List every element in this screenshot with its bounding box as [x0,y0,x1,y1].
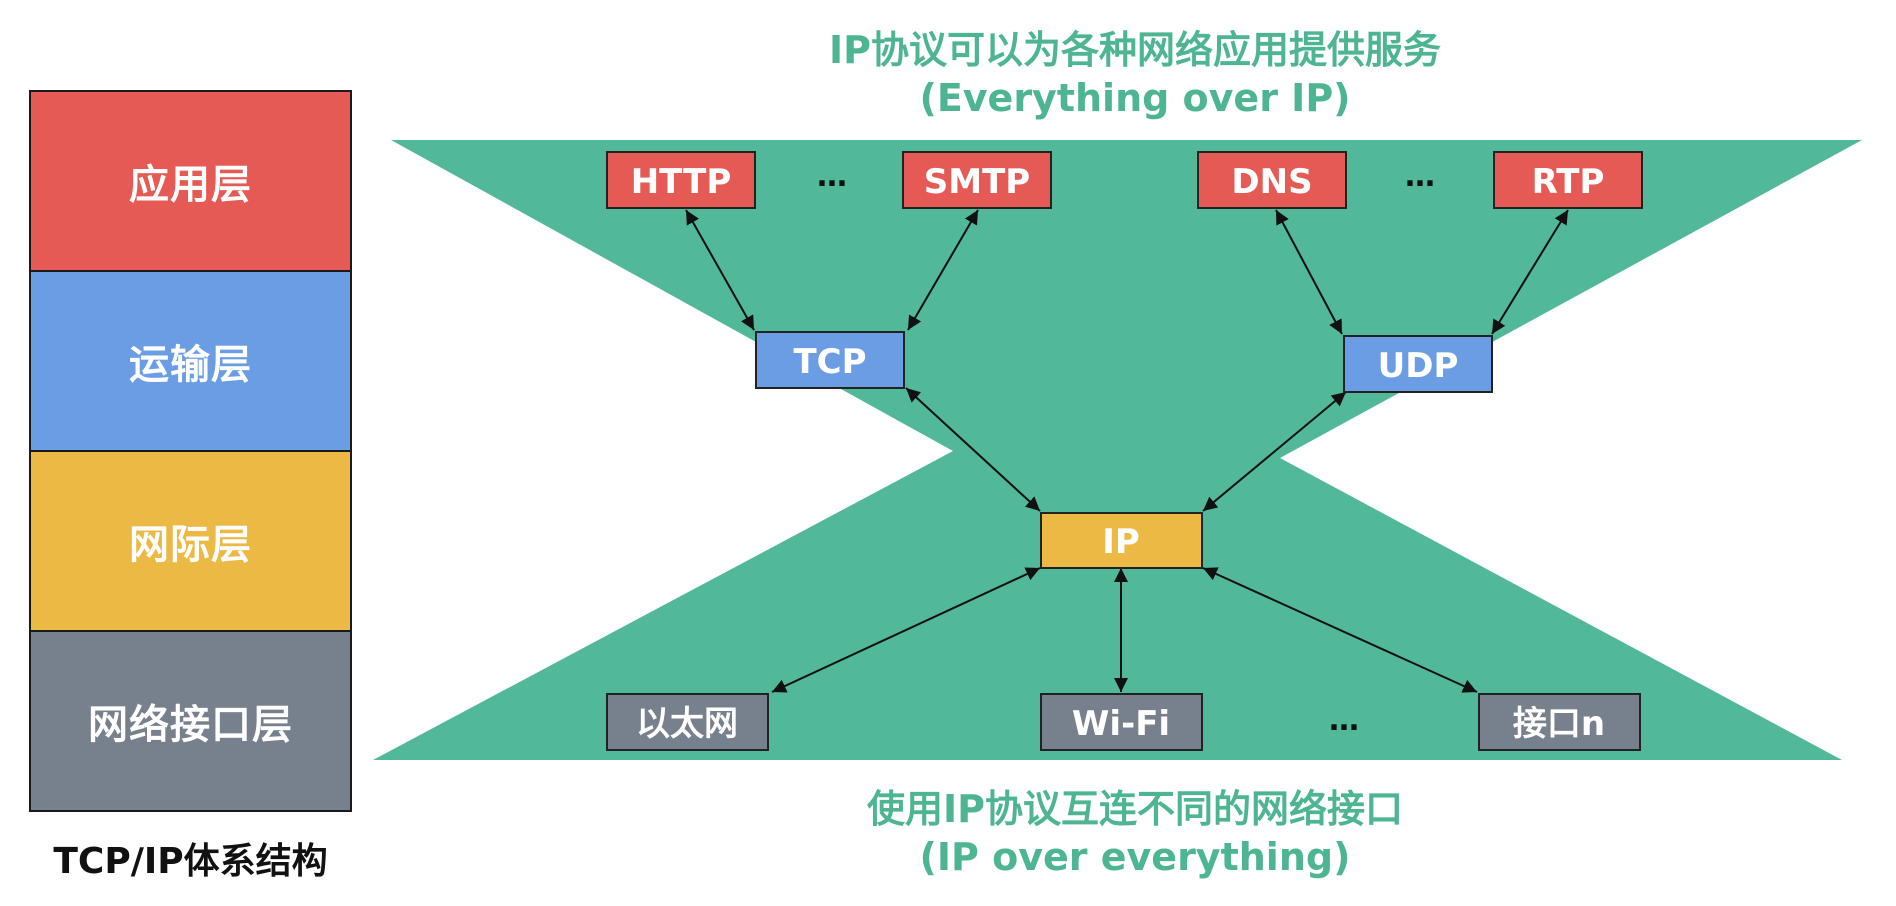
stack-layer-label: 运输层 [129,342,252,388]
stack-layer-label: 应用层 [129,162,252,208]
arrow-ip-ethernet [771,567,1041,693]
box-tcp-label: TCP [793,342,866,382]
box-wifi-label: Wi-Fi [1072,704,1170,744]
box-ip [1040,512,1203,569]
stack-layer-network-interface: 网络接口层 [29,632,352,812]
hourglass-shape [373,140,1862,760]
arrow-smtp-tcp [907,209,979,331]
arrow-ip-interface-n [1202,567,1478,693]
top-title: IP协议可以为各种网络应用提供服务 (Everything over IP) [560,26,1710,122]
box-wifi [1040,693,1203,751]
box-udp [1343,335,1493,393]
box-ethernet-label: 以太网 [636,704,738,744]
top-title-line1: IP协议可以为各种网络应用提供服务 [829,28,1441,72]
stack-layer-label: 网际层 [129,522,252,568]
box-smtp-label: SMTP [924,162,1030,202]
arrow-udp-ip [1202,391,1347,512]
stack-caption: TCP/IP体系结构 [53,841,328,882]
box-ip-label: IP [1102,522,1140,562]
arrow-rtp-udp [1491,209,1569,335]
arrow-http-tcp [685,209,755,331]
box-interface-n [1478,693,1641,751]
ellipsis-interfaces: … [1329,703,1359,738]
stack-layer-label: 网络接口层 [88,702,293,748]
box-ethernet [606,693,769,751]
box-http [606,151,756,209]
arrow-tcp-ip [905,387,1041,512]
stack-layer-application: 应用层 [29,90,352,272]
ellipsis-app-left: … [817,159,847,194]
ellipsis-app-right: … [1405,159,1435,194]
stack-layer-transport: 运输层 [29,272,352,452]
stack-layer-internet: 网际层 [29,452,352,632]
box-rtp [1493,151,1643,209]
bottom-title-line2: (IP over everything) [919,835,1351,879]
box-tcp [755,331,905,389]
bottom-title: 使用IP协议互连不同的网络接口 (IP over everything) [560,785,1710,881]
box-dns-label: DNS [1231,162,1312,202]
box-smtp [902,151,1052,209]
bottom-title-line1: 使用IP协议互连不同的网络接口 [867,787,1403,831]
box-dns [1197,151,1347,209]
box-rtp-label: RTP [1532,162,1605,202]
box-interface-n-label: 接口n [1513,704,1605,744]
box-udp-label: UDP [1378,346,1459,386]
box-http-label: HTTP [631,162,732,202]
arrow-dns-udp [1275,209,1343,335]
top-title-line2: (Everything over IP) [919,76,1351,120]
